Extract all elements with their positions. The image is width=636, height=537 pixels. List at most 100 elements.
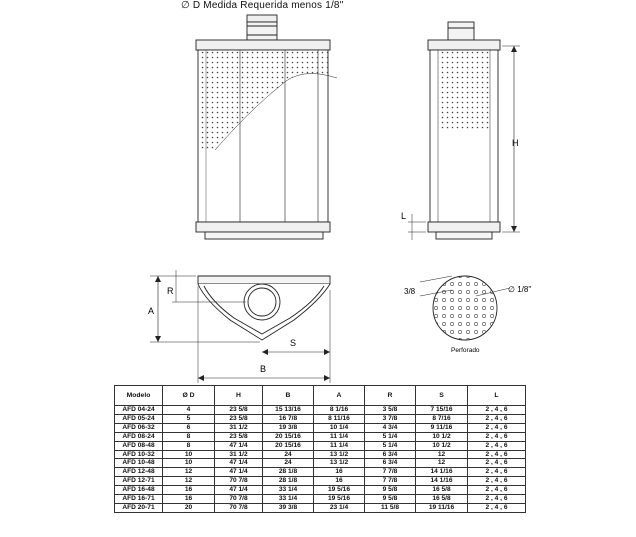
table-cell: 8 11/16 <box>313 413 365 424</box>
table-cell: 2 , 4 , 6 <box>467 422 526 433</box>
table-cell: 24 <box>262 449 314 460</box>
hole-spacing-label: 3/8 <box>404 287 416 296</box>
table-cell: 2 , 4 , 6 <box>467 476 526 487</box>
table-cell: 16 <box>162 494 215 504</box>
table-cell: 16 <box>313 476 365 487</box>
table-cell: AFD 04-24 <box>114 405 163 415</box>
table-cell: 23 5/8 <box>214 431 263 442</box>
table-cell: 16 <box>313 467 365 478</box>
table-cell: 10 <box>162 458 215 469</box>
table-cell: 4 <box>162 405 215 415</box>
column-header: A <box>313 385 365 406</box>
table-cell: 8 7/16 <box>415 413 468 424</box>
table-cell: 10 1/2 <box>415 440 468 451</box>
label-l: L <box>401 211 406 221</box>
table-cell: 47 1/4 <box>214 458 263 469</box>
table-cell: 12 <box>415 458 468 469</box>
table-cell: 2 , 4 , 6 <box>467 431 526 442</box>
column-header: S <box>415 385 468 406</box>
label-s: S <box>290 338 296 348</box>
table-cell: 47 1/4 <box>214 485 263 496</box>
table-cell: 28 1/8 <box>262 467 314 478</box>
column-header: Ø D <box>162 385 215 406</box>
table-cell: AFD 06-32 <box>114 422 163 433</box>
table-cell: AFD 08-24 <box>114 431 163 442</box>
table-cell: 16 <box>162 485 215 496</box>
table-cell: 11 1/4 <box>313 431 365 442</box>
table-cell: 2 , 4 , 6 <box>467 502 526 513</box>
label-r: R <box>167 286 174 296</box>
table-cell: 19 11/16 <box>415 502 468 513</box>
table-cell: 9 11/16 <box>415 422 468 433</box>
table-cell: 8 1/16 <box>313 405 365 415</box>
column-header: H <box>214 385 263 406</box>
table-cell: 2 , 4 , 6 <box>467 405 526 415</box>
technical-drawing: H L A R S B 3/8 <box>148 14 531 383</box>
hole-diameter-label: ∅ 1/8" <box>508 285 531 294</box>
table-cell: 11 5/8 <box>364 502 416 513</box>
table-cell: 39 3/8 <box>262 502 314 513</box>
table-cell: 23 1/4 <box>313 502 365 513</box>
table-cell: 10 1/4 <box>313 422 365 433</box>
table-cell: 15 13/16 <box>262 405 314 415</box>
label-a: A <box>148 306 154 316</box>
perforado-label: Perforado <box>451 347 480 354</box>
table-cell: 6 3/4 <box>364 449 416 460</box>
table-cell: 2 , 4 , 6 <box>467 494 526 504</box>
label-h: H <box>512 138 519 148</box>
diameter-caption: ∅ D Medida Requerida menos 1/8" <box>181 0 343 11</box>
table-cell: 47 1/4 <box>214 467 263 478</box>
table-cell: 19 3/8 <box>262 422 314 433</box>
table-cell: 20 <box>162 502 215 513</box>
table-cell: 14 1/16 <box>415 476 468 487</box>
table-cell: 7 7/8 <box>364 467 416 478</box>
table-cell: 9 5/8 <box>364 494 416 504</box>
table-cell: 13 1/2 <box>313 458 365 469</box>
table-cell: 12 <box>162 476 215 487</box>
table-cell: 19 5/16 <box>313 494 365 504</box>
table-cell: 8 <box>162 431 215 442</box>
table-cell: 31 1/2 <box>214 449 263 460</box>
table-cell: 10 1/2 <box>415 431 468 442</box>
table-cell: 4 3/4 <box>364 422 416 433</box>
table-cell: 33 1/4 <box>262 494 314 504</box>
side-view <box>408 21 520 240</box>
table-cell: 2 , 4 , 6 <box>467 485 526 496</box>
table-cell: 70 7/8 <box>214 494 263 504</box>
table-cell: 19 5/16 <box>313 485 365 496</box>
table-cell: AFD 10-48 <box>114 458 163 469</box>
table-cell: AFD 16-48 <box>114 485 163 496</box>
table-cell: 3 5/8 <box>364 405 416 415</box>
table-cell: 47 1/4 <box>214 440 263 451</box>
table-cell: 5 1/4 <box>364 440 416 451</box>
table-cell: 20 15/16 <box>262 440 314 451</box>
table-cell: AFD 08-48 <box>114 440 163 451</box>
table-cell: 2 , 4 , 6 <box>467 413 526 424</box>
column-header: Modelo <box>114 385 163 406</box>
table-cell: 14 1/16 <box>415 467 468 478</box>
table-cell: 2 , 4 , 6 <box>467 467 526 478</box>
table-cell: 16 7/8 <box>262 413 314 424</box>
table-cell: 3 7/8 <box>364 413 416 424</box>
table-cell: 13 1/2 <box>313 449 365 460</box>
label-b: B <box>260 364 266 374</box>
table-cell: 16 5/8 <box>415 485 468 496</box>
table-cell: 8 <box>162 440 215 451</box>
table-cell: 28 1/8 <box>262 476 314 487</box>
table-cell: 2 , 4 , 6 <box>467 440 526 451</box>
table-cell: AFD 10-32 <box>114 449 163 460</box>
table-cell: 23 5/8 <box>214 405 263 415</box>
table-cell: 6 3/4 <box>364 458 416 469</box>
